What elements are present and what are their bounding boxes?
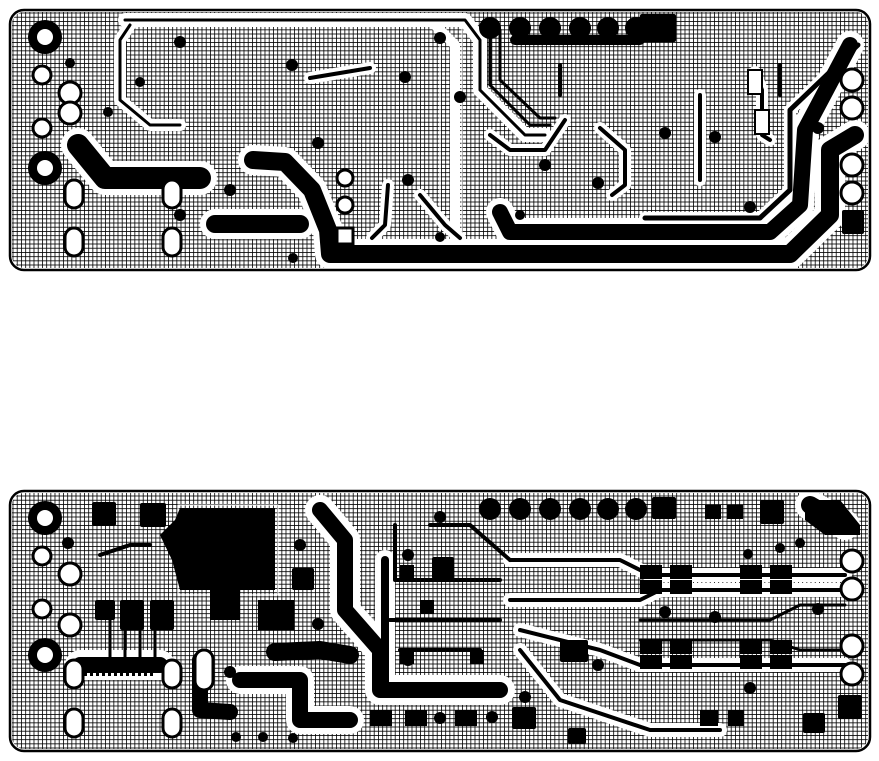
- copper-pours: [640, 14, 864, 234]
- vias: [62, 511, 824, 743]
- top-pcb-board: [8, 8, 872, 272]
- vias: [65, 32, 824, 263]
- pads: [28, 498, 865, 739]
- smd-pads: [370, 505, 792, 726]
- bottom-pcb-board: [8, 489, 872, 753]
- copper-traces: [67, 17, 864, 263]
- pads: [28, 17, 865, 258]
- connector-fingers: [84, 660, 153, 676]
- copper-pours: [92, 497, 862, 744]
